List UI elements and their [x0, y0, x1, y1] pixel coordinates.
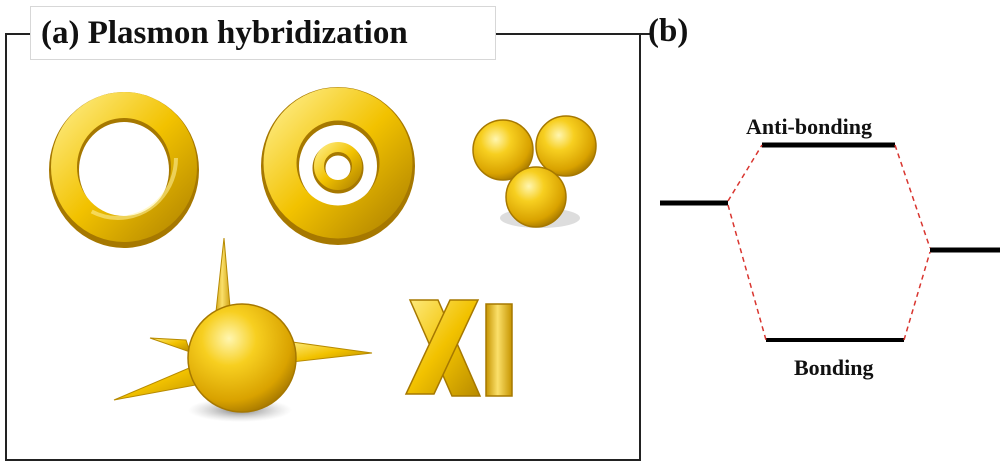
gold-nanostar-shape	[113, 237, 373, 422]
connector-left-to-anti	[727, 144, 763, 202]
connector-left-to-bonding	[727, 204, 767, 341]
bonding-label: Bonding	[794, 355, 874, 380]
gold-ring-disk-shape	[261, 87, 415, 245]
gold-i-shape	[485, 303, 513, 397]
connector-right-to-anti	[894, 144, 931, 249]
panel-a-title: (a) Plasmon hybridization	[30, 6, 496, 60]
gold-trimer-shape	[472, 115, 597, 228]
anti-bonding-label: Anti-bonding	[746, 114, 872, 139]
gold-x-shape	[404, 299, 482, 397]
connector-right-to-bonding	[903, 251, 931, 341]
gold-ring-shape	[49, 92, 199, 248]
energy-level-diagram	[660, 142, 1000, 342]
panel-b-title: (b)	[648, 13, 689, 49]
